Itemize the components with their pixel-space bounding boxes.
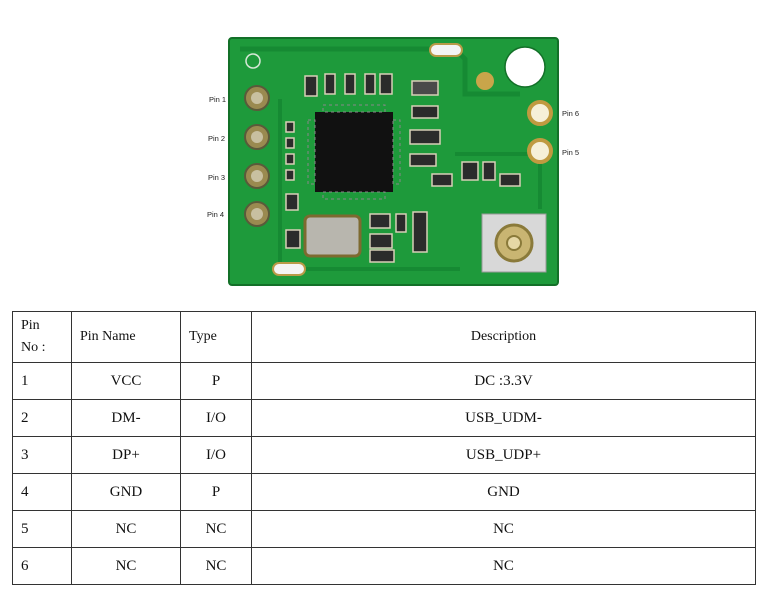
cell-pin: 2 (12, 399, 72, 437)
cell-pin: 5 (12, 510, 72, 548)
cell-type: I/O (180, 436, 252, 474)
cell-pin-name: NC (71, 510, 181, 548)
cell-type: P (180, 362, 252, 400)
header-pin-no-line2: No : (21, 340, 46, 355)
crystal (303, 214, 362, 258)
header-description: Description (251, 311, 756, 363)
cell-type: I/O (180, 399, 252, 437)
cell-description: USB_UDP+ (251, 436, 756, 474)
table-row: 6 NC NC NC (12, 547, 756, 585)
antenna-connector (481, 213, 547, 273)
pin-4-label: Pin 4 (207, 210, 225, 219)
table-row: 1 VCC P DC :3.3V (12, 362, 756, 400)
cell-description: NC (251, 510, 756, 548)
pin-3-label: Pin 3 (208, 173, 226, 182)
table-row: 2 DM- I/O USB_UDM- (12, 399, 756, 437)
right-pin-pads (527, 100, 553, 164)
header-type: Type (180, 311, 252, 363)
table-header-row: Pin No : Pin Name Type Description (12, 311, 756, 363)
header-pin-no-line1: Pin (21, 318, 40, 333)
main-chip (307, 104, 401, 200)
module-photo: Pin 1 Pin 2 Pin 3 Pin 4 Pin 6 Pin 5 (200, 34, 595, 289)
cell-description: DC :3.3V (251, 362, 756, 400)
cell-pin-name: DP+ (71, 436, 181, 474)
cell-description: GND (251, 473, 756, 511)
table-row: 4 GND P GND (12, 473, 756, 511)
cell-pin-name: GND (71, 473, 181, 511)
left-pin-pads (244, 85, 270, 227)
cell-type: NC (180, 510, 252, 548)
smd-components (285, 73, 521, 263)
cell-pin: 1 (12, 362, 72, 400)
pcb-illustration (228, 37, 559, 286)
cell-pin: 3 (12, 436, 72, 474)
cell-pin-name: DM- (71, 399, 181, 437)
pin-2-label: Pin 2 (208, 134, 226, 143)
cell-pin: 6 (12, 547, 72, 585)
cell-type: NC (180, 547, 252, 585)
header-pin-no: Pin No : (12, 311, 72, 363)
pin-5-label: Pin 5 (562, 148, 580, 157)
table-row: 5 NC NC NC (12, 510, 756, 548)
pin-table: Pin No : Pin Name Type Description 1 VCC… (12, 311, 756, 585)
pin-6-label: Pin 6 (562, 109, 580, 118)
cell-pin-name: NC (71, 547, 181, 585)
header-pin-name: Pin Name (71, 311, 181, 363)
cell-type: P (180, 473, 252, 511)
cell-description: NC (251, 547, 756, 585)
table-row: 3 DP+ I/O USB_UDP+ (12, 436, 756, 474)
cell-pin: 4 (12, 473, 72, 511)
cell-description: USB_UDM- (251, 399, 756, 437)
cell-pin-name: VCC (71, 362, 181, 400)
pin-1-label: Pin 1 (209, 95, 227, 104)
